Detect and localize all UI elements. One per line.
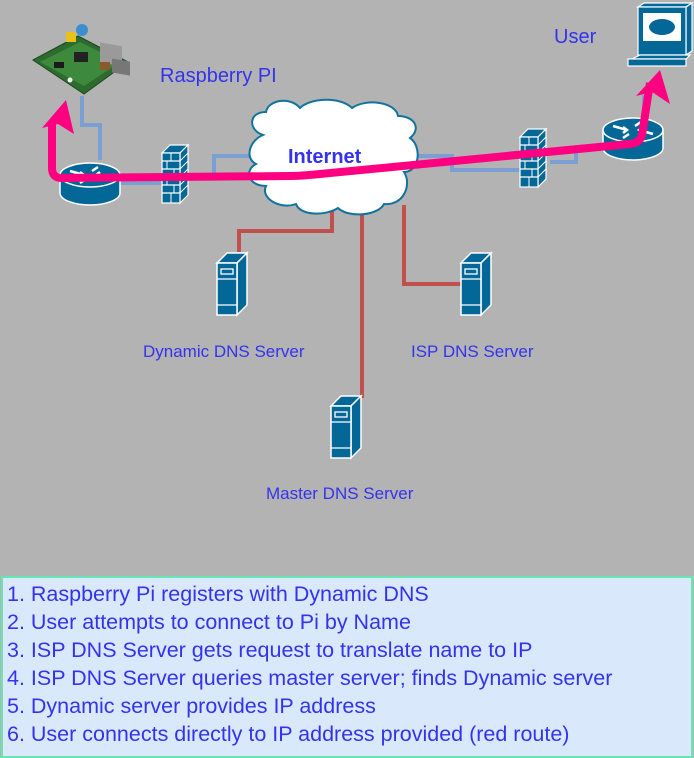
network-diagram: Raspberry PI Internet xyxy=(32,1,694,503)
internet-cloud-icon xyxy=(248,98,419,216)
direct-connection-route xyxy=(42,70,670,182)
master-dns-server-icon xyxy=(330,395,362,459)
legend-step: 4. ISP DNS Server queries master server;… xyxy=(7,666,613,690)
master-dns-server-label: Master DNS Server xyxy=(266,484,414,503)
pi-router-icon xyxy=(58,161,122,207)
dns-links xyxy=(237,205,462,398)
raspberry-pi-board-icon xyxy=(32,24,130,95)
legend-step: 5. Dynamic server provides IP address xyxy=(7,694,376,718)
steps-legend: 1. Raspberry Pi registers with Dynamic D… xyxy=(1,576,693,758)
isp-dns-server-label: ISP DNS Server xyxy=(411,342,534,361)
link-pi-router xyxy=(80,96,102,160)
link-internet-dynamic-dns xyxy=(237,210,334,252)
raspberry-pi-label: Raspberry PI xyxy=(160,65,277,87)
user-router-icon xyxy=(601,116,665,162)
isp-dns-server-icon xyxy=(460,252,492,316)
link-internet-isp-dns xyxy=(402,205,462,286)
legend-step: 1. Raspberry Pi registers with Dynamic D… xyxy=(7,582,429,606)
legend-step: 6. User connects directly to IP address … xyxy=(7,722,570,746)
dynamic-dns-server-label: Dynamic DNS Server xyxy=(143,342,305,361)
workstation-icon xyxy=(627,1,694,67)
legend-step: 3. ISP DNS Server gets request to transl… xyxy=(7,638,533,662)
legend-step: 2. User attempts to connect to Pi by Nam… xyxy=(7,610,411,634)
link-firewall-internet xyxy=(185,154,250,177)
route-arrowhead-user xyxy=(636,70,670,104)
route-arrowhead-pi xyxy=(42,100,74,134)
user-label: User xyxy=(554,26,597,48)
dynamic-dns-server-icon xyxy=(216,252,248,316)
internet-label: Internet xyxy=(288,146,362,168)
